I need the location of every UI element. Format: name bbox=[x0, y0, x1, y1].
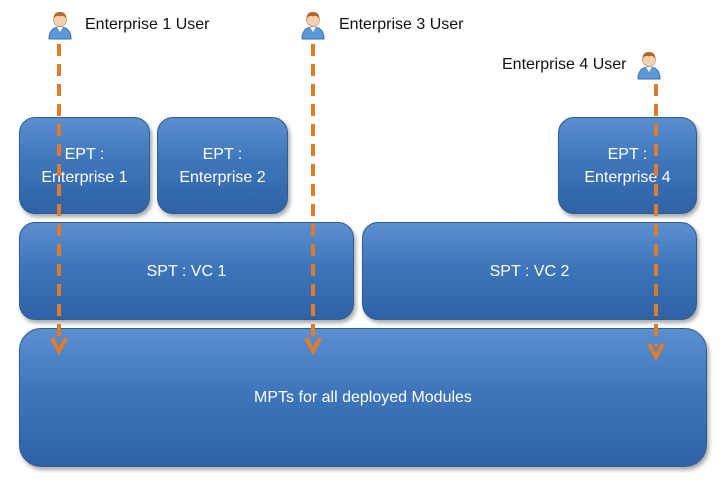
ept-enterprise-4-box: EPT : Enterprise 4 bbox=[558, 117, 697, 214]
spt-vc-1-label: SPT : VC 1 bbox=[146, 262, 227, 280]
enterprise-1-user-label: Enterprise 1 User bbox=[85, 16, 210, 33]
mpt-modules-label: MPTs for all deployed Modules bbox=[254, 389, 472, 406]
ept-enterprise-4-label: EPT : Enterprise 4 bbox=[584, 145, 671, 186]
mpt-modules-box: MPTs for all deployed Modules bbox=[19, 328, 707, 467]
enterprise-4-user-label: Enterprise 4 User bbox=[502, 56, 627, 73]
ept-enterprise-2-box: EPT : Enterprise 2 bbox=[157, 117, 288, 214]
enterprise-3-user: Enterprise 3 User bbox=[300, 10, 464, 40]
enterprise-4-user: Enterprise 4 User bbox=[502, 50, 662, 80]
spt-vc-1-box: SPT : VC 1 bbox=[19, 222, 354, 320]
user-icon bbox=[48, 12, 72, 40]
spt-vc-2-label: SPT : VC 2 bbox=[489, 262, 570, 280]
user-icon bbox=[301, 12, 325, 40]
enterprise-3-user-label: Enterprise 3 User bbox=[339, 16, 464, 33]
user-icon bbox=[636, 52, 661, 80]
spt-vc-2-box: SPT : VC 2 bbox=[362, 222, 697, 320]
ept-enterprise-1-label: EPT : Enterprise 1 bbox=[41, 145, 128, 186]
enterprise-1-user: Enterprise 1 User bbox=[47, 10, 210, 40]
ept-enterprise-1-box: EPT : Enterprise 1 bbox=[19, 117, 150, 214]
ept-enterprise-2-label: EPT : Enterprise 2 bbox=[179, 145, 266, 186]
